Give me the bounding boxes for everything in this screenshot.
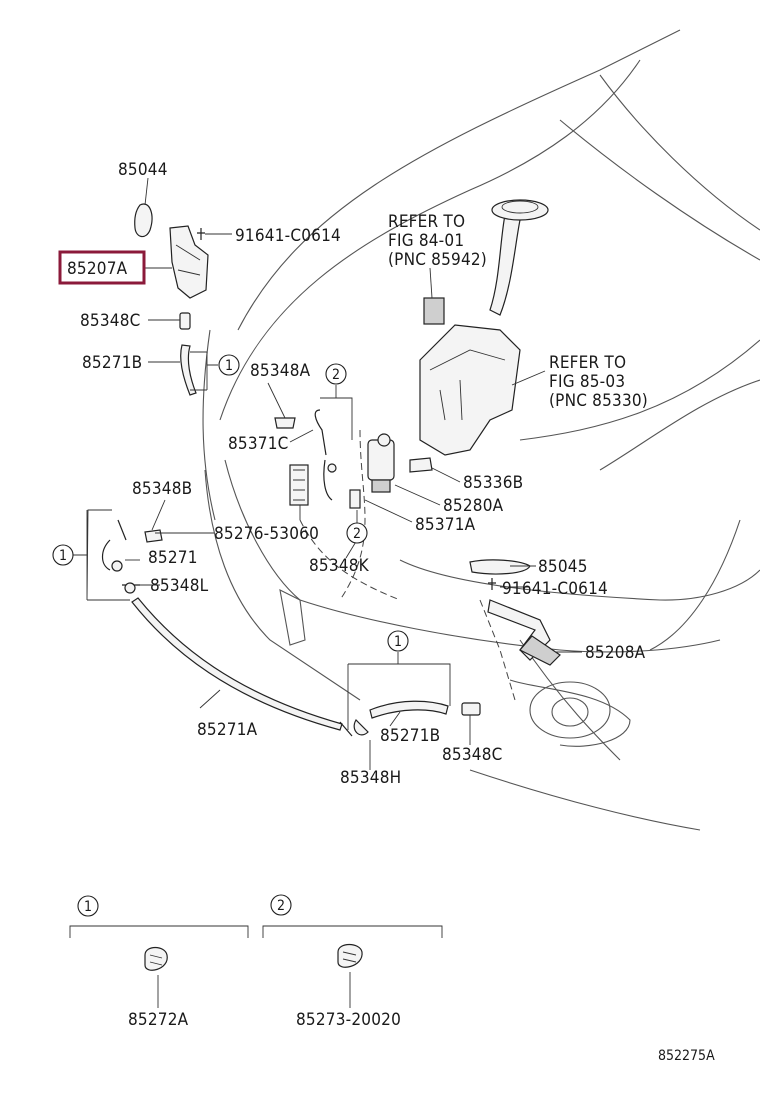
callout-2-marker [270, 894, 292, 916]
label-85044[interactable]: 85044 [118, 160, 168, 180]
label-85371C[interactable]: 85371C [228, 434, 289, 454]
callout-2-marker [346, 522, 368, 544]
callout-1-marker [387, 630, 409, 652]
leader-lines [73, 177, 582, 770]
refer-note-line: FIG 85-03 [549, 372, 625, 392]
diagram-id: 852275A [658, 1048, 715, 1064]
callout-2-text: 2 [353, 526, 361, 542]
label-85348C-top[interactable]: 85348C [80, 311, 141, 331]
label-85208A[interactable]: 85208A [585, 643, 646, 663]
label-85271[interactable]: 85271 [148, 548, 198, 568]
label-85348K[interactable]: 85348K [309, 556, 370, 576]
part-labels: 85044 91641-C0614 85207A 85348C 85271B 8… [58, 160, 646, 788]
label-85271B-bottom[interactable]: 85271B [380, 726, 440, 746]
callout-1-text: 1 [59, 548, 67, 564]
label-85271B-top[interactable]: 85271B [82, 353, 142, 373]
label-91641-mid[interactable]: 91641-C0614 [502, 579, 608, 599]
hoses [101, 344, 561, 731]
label-85348H[interactable]: 85348H [340, 768, 401, 788]
washer-pump [367, 433, 395, 493]
refer-note-84-01: REFER TO FIG 84-01 (PNC 85942) [388, 212, 487, 270]
callout-2-marker [325, 363, 347, 385]
callout-2-text: 2 [332, 367, 340, 383]
clip-legend: 1 85272A 2 85273-20020 [69, 894, 443, 1030]
vehicle-body-outline [202, 29, 760, 831]
refer-note-line: FIG 84-01 [388, 231, 464, 251]
label-85371A[interactable]: 85371A [415, 515, 476, 535]
label-85045[interactable]: 85045 [538, 557, 588, 577]
callout-2-text: 2 [277, 898, 285, 914]
label-91641-top[interactable]: 91641-C0614 [235, 226, 341, 246]
nozzle-85207A [134, 203, 209, 299]
label-85276-53060[interactable]: 85276-53060 [214, 524, 319, 544]
callout-1-text: 1 [394, 634, 402, 650]
label-85336B[interactable]: 85336B [463, 473, 523, 493]
label-85280A[interactable]: 85280A [443, 496, 504, 516]
refer-note-line: (PNC 85330) [549, 391, 648, 411]
callout-1-marker [52, 544, 74, 566]
label-85348L[interactable]: 85348L [150, 576, 209, 596]
callout-1-text: 1 [84, 899, 92, 915]
refer-note-line: REFER TO [549, 353, 626, 373]
label-85271A[interactable]: 85271A [197, 720, 258, 740]
callout-markers: 1 2 1 2 1 [52, 354, 409, 652]
label-85273-20020[interactable]: 85273-20020 [296, 1010, 401, 1030]
refer-note-85-03: REFER TO FIG 85-03 (PNC 85330) [549, 353, 648, 411]
fittings [111, 228, 531, 737]
refer-note-line: (PNC 85942) [388, 250, 487, 270]
callout-1-marker [218, 354, 240, 376]
label-85348A[interactable]: 85348A [250, 361, 311, 381]
label-85272A[interactable]: 85272A [128, 1010, 189, 1030]
label-85348B[interactable]: 85348B [132, 479, 192, 499]
label-85207A[interactable]: 85207A [67, 259, 128, 279]
refer-note-line: REFER TO [388, 212, 465, 232]
callout-1-text: 1 [225, 358, 233, 374]
washer-reservoir [419, 199, 549, 456]
highlight-frame [58, 250, 146, 285]
callout-1-marker [77, 895, 99, 917]
label-85348C-bottom[interactable]: 85348C [442, 745, 503, 765]
